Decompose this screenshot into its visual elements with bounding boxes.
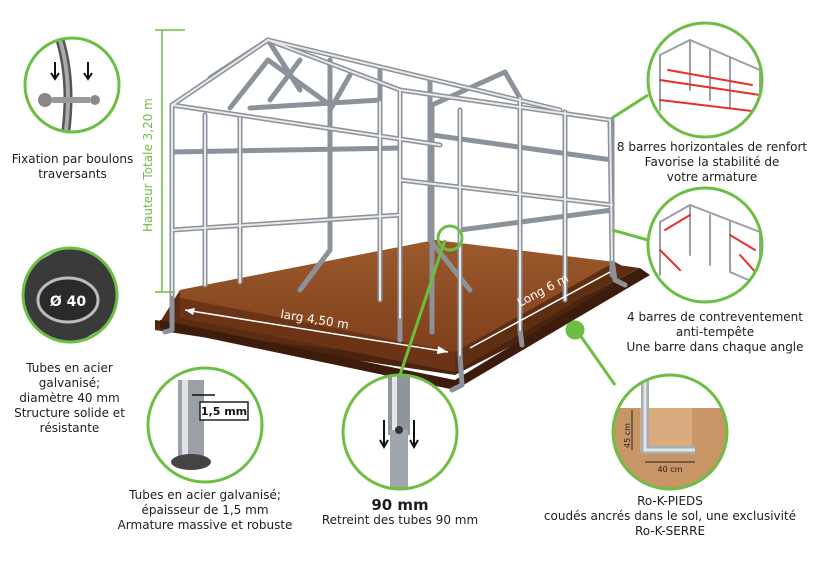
tube-diameter-badge: Ø 40 <box>50 294 87 310</box>
tube-diameter-callout: Ø 40 <box>21 246 119 344</box>
feet-dim-vertical: 45 cm <box>623 423 632 448</box>
feet-callout: 45 cm 40 cm <box>611 373 729 491</box>
bracing-bars-caption-line: anti-tempête <box>675 325 755 339</box>
feet-caption: Ro-K-PIEDS coudés ancrés dans le sol, un… <box>525 494 815 539</box>
bracing-bars-caption: 4 barres de contreventement anti-tempête… <box>612 310 818 355</box>
height-label: Hauteur Totale 3,20 m <box>141 98 155 232</box>
bolt-caption: Fixation par boulons traversants <box>0 152 145 182</box>
feet-caption-line: Ro-K-SERRE <box>634 524 706 538</box>
tube-diameter-caption-line: galvanisé; <box>38 376 101 390</box>
retreint-value: 90 mm <box>371 496 429 514</box>
retreint-caption: 90 mm Retreint des tubes 90 mm <box>305 498 495 528</box>
horizontal-bars-caption-line: Favorise la stabilité de <box>644 155 780 169</box>
tube-diameter-caption-line: diamètre 40 mm <box>19 391 120 405</box>
tube-thickness-caption-line: Armature massive et robuste <box>117 518 293 532</box>
tube-diameter-caption-line: résistante <box>39 421 100 435</box>
tube-diameter-caption-line: Structure solide et <box>14 406 125 420</box>
tube-diameter-caption: Tubes en acier galvanisé; diamètre 40 mm… <box>2 361 137 436</box>
bolt-caption-line: traversants <box>38 167 107 181</box>
feet-dim-horizontal: 40 cm <box>658 465 683 474</box>
horizontal-bars-caption-line: 8 barres horizontales de renfort <box>616 140 808 154</box>
height-dimension: Hauteur Totale 3,20 m <box>141 29 185 293</box>
retreint-caption-line: Retreint des tubes 90 mm <box>321 513 479 527</box>
connector-lines <box>398 93 649 386</box>
bolt-caption-line: Fixation par boulons <box>11 152 134 166</box>
horizontal-bars-caption: 8 barres horizontales de renfort Favoris… <box>612 140 812 185</box>
retreint-callout <box>341 373 459 491</box>
feet-caption-line: Ro-K-PIEDS <box>637 494 703 508</box>
feet-caption-line: coudés ancrés dans le sol, une exclusivi… <box>543 509 797 523</box>
tube-thickness-badge: 1,5 mm <box>201 405 247 418</box>
tube-thickness-caption-line: Tubes en acier galvanisé; <box>129 488 281 502</box>
bolt-callout <box>23 36 121 134</box>
horizontal-bars-caption-line: votre armature <box>666 170 758 184</box>
tube-diameter-caption-line: Tubes en acier <box>26 361 113 375</box>
bracing-bars-callout <box>646 186 764 304</box>
tube-thickness-callout: 1,5 mm <box>146 366 264 484</box>
bracing-bars-caption-line: 4 barres de contreventement <box>627 310 803 324</box>
horizontal-bars-callout <box>646 21 764 139</box>
bracing-bars-caption-line: Une barre dans chaque angle <box>626 340 804 354</box>
greenhouse-frame <box>162 37 628 393</box>
tube-thickness-caption-line: épaisseur de 1,5 mm <box>141 503 269 517</box>
tube-thickness-caption: Tubes en acier galvanisé; épaisseur de 1… <box>110 488 300 533</box>
